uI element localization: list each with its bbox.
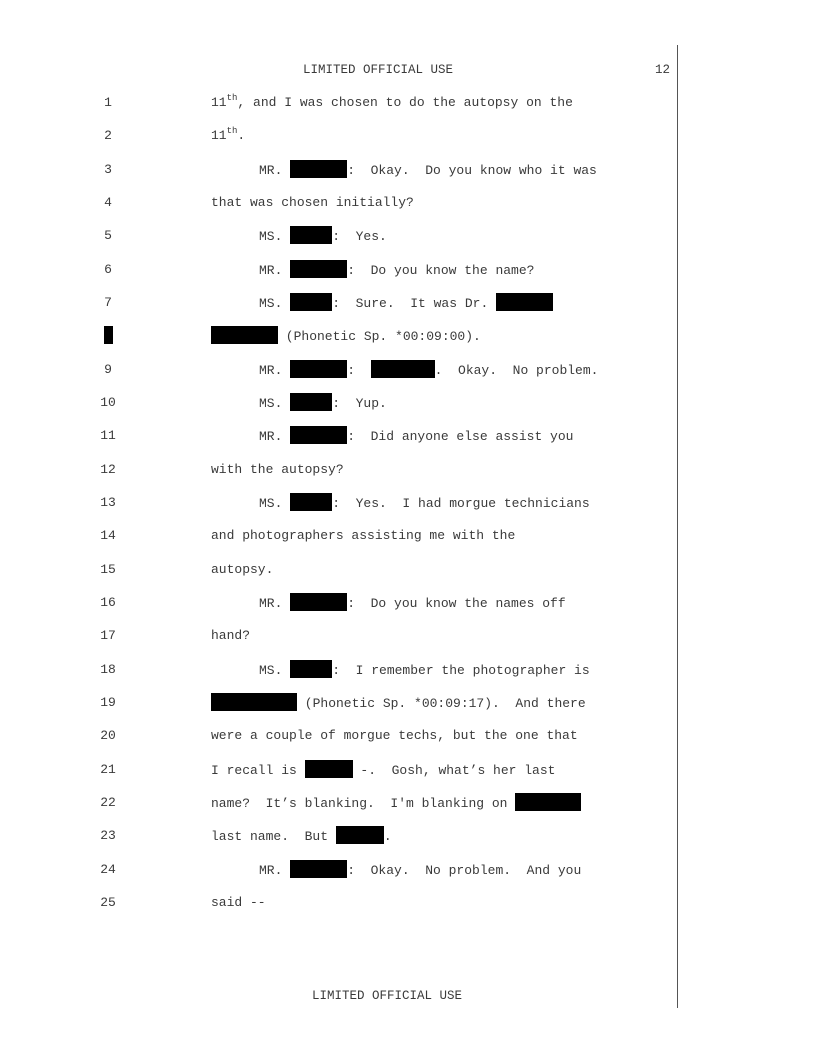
line-number: 9 bbox=[104, 361, 112, 377]
line-number: 18 bbox=[100, 661, 116, 677]
line-number: 25 bbox=[100, 894, 116, 910]
redaction-box bbox=[290, 859, 348, 878]
redaction-box bbox=[290, 159, 348, 178]
line-number: 13 bbox=[100, 494, 116, 510]
line-number: 1 bbox=[104, 95, 112, 110]
line-number: 24 bbox=[100, 861, 116, 877]
line-number: 7 bbox=[104, 294, 112, 310]
redaction-box bbox=[290, 592, 348, 611]
line-number: 3 bbox=[104, 161, 112, 177]
line-number: 20 bbox=[100, 728, 116, 744]
footer-marking: LIMITED OFFICIAL USE bbox=[311, 989, 463, 1003]
redaction-box bbox=[496, 292, 554, 311]
redaction-box bbox=[515, 792, 582, 811]
header-marking: LIMITED OFFICIAL USE bbox=[302, 63, 454, 77]
redaction-box bbox=[290, 226, 333, 245]
line-number: 6 bbox=[104, 261, 112, 277]
line-number: 5 bbox=[104, 228, 112, 244]
line-number: 16 bbox=[100, 594, 116, 610]
redaction-box bbox=[290, 292, 333, 311]
redaction-box bbox=[290, 359, 348, 378]
line-number-redacted bbox=[88, 326, 128, 347]
redaction-box bbox=[211, 692, 297, 711]
line-number: 12 bbox=[100, 461, 116, 477]
redaction-box bbox=[370, 359, 435, 378]
line-number: 4 bbox=[104, 194, 112, 210]
page-number: 12 bbox=[654, 63, 670, 77]
redaction-box bbox=[211, 326, 278, 345]
transcript-line: 19 (Phonetic Sp. *00:09:17). And there bbox=[0, 692, 700, 726]
redaction-box bbox=[290, 426, 348, 445]
redaction-box bbox=[290, 492, 333, 511]
redaction-box bbox=[335, 826, 384, 845]
line-number: 10 bbox=[100, 394, 116, 410]
transcript-line: (Phonetic Sp. *00:09:00). bbox=[0, 326, 700, 359]
redaction-box bbox=[290, 259, 348, 278]
line-number: 17 bbox=[100, 628, 116, 644]
redaction-box bbox=[103, 326, 113, 345]
line-number: 23 bbox=[100, 828, 116, 844]
redaction-box bbox=[290, 659, 333, 678]
redaction-box bbox=[290, 392, 333, 411]
line-number: 19 bbox=[100, 694, 116, 710]
line-number: 11 bbox=[100, 428, 116, 444]
line-number: 15 bbox=[100, 561, 116, 577]
margin-rule bbox=[677, 45, 678, 1008]
line-number: 14 bbox=[100, 528, 116, 544]
line-number: 21 bbox=[100, 761, 116, 777]
line-number: 22 bbox=[100, 794, 116, 810]
redaction-box bbox=[304, 759, 353, 778]
line-number: 2 bbox=[104, 128, 112, 144]
